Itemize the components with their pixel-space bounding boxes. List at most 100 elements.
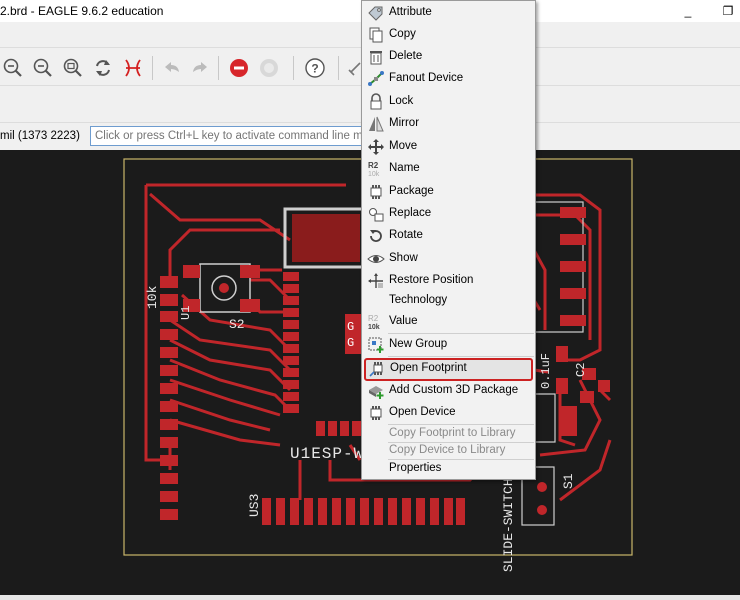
redo-icon[interactable]	[190, 57, 212, 79]
menu-item-label: Rotate	[389, 229, 423, 241]
open-footprint-icon	[369, 360, 387, 378]
menu-item-rotate[interactable]: Rotate	[362, 225, 535, 247]
slide-switch-outline	[521, 466, 555, 526]
restore-button[interactable]: ❐	[722, 4, 734, 18]
delete-icon	[367, 48, 385, 66]
us3-label: US3	[247, 494, 262, 517]
menu-item-show[interactable]: Show	[362, 248, 535, 270]
s2-label: S2	[229, 317, 245, 332]
menu-separator	[388, 459, 534, 460]
menu-item-properties[interactable]: Properties	[362, 458, 535, 478]
resistor-pad-2	[160, 294, 178, 306]
menu-item-mirror[interactable]: Mirror	[362, 113, 535, 135]
svg-text:R2: R2	[368, 161, 379, 170]
menu-item-delete[interactable]: Delete	[362, 46, 535, 68]
command-line-input[interactable]	[90, 126, 390, 146]
zoom-in-icon[interactable]	[32, 57, 54, 79]
undo-icon[interactable]	[160, 57, 182, 79]
menu-item-lock[interactable]: Lock	[362, 91, 535, 113]
menu-item-label: Copy Footprint to Library	[389, 427, 516, 439]
menu-item-attribute[interactable]: Attribute	[362, 2, 535, 24]
menu-item-open-footprint[interactable]: Open Footprint	[364, 358, 533, 381]
copy-icon	[367, 26, 385, 44]
stop-icon[interactable]	[228, 57, 250, 79]
menu-separator	[388, 333, 534, 334]
esp-pads	[283, 272, 363, 436]
context-menu: Attribute Copy Delete Fanout Device Lock…	[361, 0, 536, 480]
fanout-icon	[367, 70, 385, 88]
small-pad-3	[598, 380, 610, 392]
ratsnest-icon[interactable]	[122, 57, 144, 79]
menu-item-copy-footprint-to-library[interactable]: Copy Footprint to Library	[362, 423, 535, 441]
svg-text:?: ?	[311, 62, 318, 76]
menu-item-label: Fanout Device	[389, 72, 464, 84]
restore-position-icon	[367, 272, 385, 290]
show-icon	[367, 250, 385, 268]
small-pad-1	[582, 368, 596, 380]
coordinate-readout: mil (1373 2223)	[0, 130, 80, 142]
c2-label: C2	[574, 363, 588, 377]
svg-text:10k: 10k	[368, 171, 380, 178]
menu-item-move[interactable]: Move	[362, 136, 535, 158]
electrolytic-pad	[559, 406, 577, 436]
u1-label: U1ESP-W	[290, 445, 364, 463]
menu-item-label: Open Device	[389, 406, 456, 418]
menu-item-label: Add Custom 3D Package	[389, 384, 519, 396]
cap-pad-1	[556, 346, 568, 362]
add-3d-package-icon	[367, 382, 385, 400]
menu-item-label: Restore Position	[389, 274, 474, 286]
link-icon[interactable]	[345, 57, 367, 79]
menu-item-copy-device-to-library[interactable]: Copy Device to Library	[362, 440, 535, 458]
attribute-icon	[367, 4, 385, 22]
switch-s2	[183, 263, 260, 313]
window-title: 2.brd - EAGLE 9.6.2 education	[0, 4, 164, 18]
minimize-button[interactable]: _	[684, 4, 692, 18]
menu-item-new-group[interactable]: New Group	[362, 334, 535, 356]
menu-item-label: Technology	[389, 294, 448, 306]
menu-item-restore-position[interactable]: Restore Position	[362, 270, 535, 292]
small-u1-label: U1	[179, 306, 193, 320]
menu-item-label: Mirror	[389, 117, 420, 129]
package-icon	[367, 183, 385, 201]
pcb-drawing: U1ESP-W US3 10k U1 S2 S1 0.1uF C2 SLIDE-…	[123, 158, 633, 572]
mirror-icon	[367, 115, 385, 133]
menu-separator	[388, 442, 534, 443]
rotate-icon	[367, 227, 385, 245]
menu-item-label: Lock	[389, 95, 414, 107]
menu-item-label: New Group	[389, 338, 448, 350]
menu-item-replace[interactable]: Replace	[362, 203, 535, 225]
traces	[144, 183, 612, 502]
move-icon	[367, 138, 385, 156]
menu-item-label: Value	[389, 315, 418, 327]
menu-item-label: Delete	[389, 50, 423, 62]
resistor-pad-1	[160, 276, 178, 288]
go-icon[interactable]	[258, 57, 280, 79]
cap-pad-2	[556, 378, 568, 394]
menu-item-fanout-device[interactable]: Fanout Device	[362, 68, 535, 90]
menu-item-technology[interactable]: Technology	[362, 290, 535, 312]
s1-label: S1	[561, 473, 576, 489]
status-bar	[0, 595, 740, 600]
menu-item-add-custom-3d-package[interactable]: Add Custom 3D Package	[362, 380, 535, 402]
redraw-icon[interactable]	[92, 57, 114, 79]
menu-item-label: Properties	[389, 462, 442, 474]
right-connector	[532, 201, 586, 333]
menu-item-label: Name	[389, 162, 420, 174]
menu-item-open-device[interactable]: Open Device	[362, 402, 535, 424]
menu-item-label: Copy Device to Library	[389, 444, 506, 456]
slide-switch-label: SLIDE-SWITCH	[501, 478, 516, 572]
menu-item-label: Open Footprint	[390, 362, 467, 374]
menu-item-label: Attribute	[389, 6, 432, 18]
help-icon[interactable]: ?	[304, 57, 326, 79]
cap-value-label: 0.1uF	[539, 353, 553, 389]
menu-item-copy[interactable]: Copy	[362, 24, 535, 46]
menu-item-label: Replace	[389, 207, 432, 219]
new-group-icon	[367, 336, 385, 354]
menu-item-label: Move	[389, 140, 418, 152]
menu-item-package[interactable]: Package	[362, 181, 535, 203]
zoom-select-icon[interactable]	[62, 57, 84, 79]
zoom-out-icon[interactable]	[2, 57, 24, 79]
replace-icon	[367, 205, 385, 223]
